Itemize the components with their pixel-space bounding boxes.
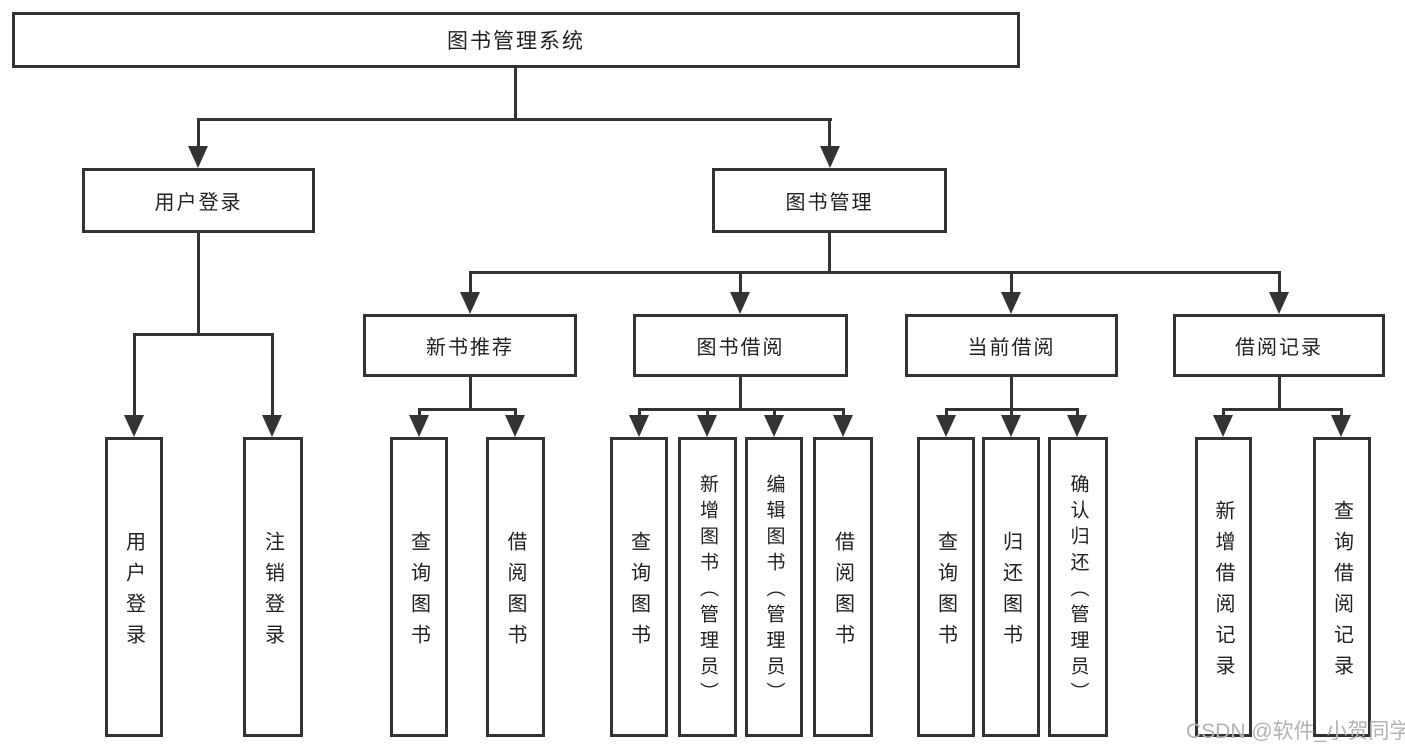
connector-line [197,118,832,121]
connector-line [197,233,200,333]
node-label: 查询图书 [627,530,650,655]
arrow-down-icon [697,415,717,437]
node-label: 新增图书（管理员） [697,473,718,708]
node-leaf-query-books-recommend: 查询图书 [390,437,448,737]
arrow-down-icon [1067,415,1087,437]
connector-line [1010,377,1013,408]
connector-line [773,408,776,418]
node-user-login: 用户登录 [82,168,315,233]
arrow-down-icon [124,415,144,437]
connector-line [1010,271,1013,295]
node-label: 查询图书 [407,530,430,655]
node-new-book-recommend: 新书推荐 [363,314,577,377]
node-leaf-query-books-borrowing: 查询图书 [610,437,668,737]
node-leaf-return-books: 归还图书 [982,437,1040,737]
arrow-down-icon [1001,415,1021,437]
node-label: 用户登录 [154,192,243,214]
connector-line [197,118,200,150]
node-leaf-confirm-return-admin: 确认归还（管理员） [1048,437,1108,737]
csdn-watermark: CSDN @软件_小贺同学 [1186,720,1405,743]
node-label: 新书推荐 [426,337,514,359]
arrow-down-icon [1331,415,1351,437]
node-leaf-borrow-books: 借阅图书 [813,437,873,737]
node-label: 借阅图书 [504,530,526,655]
node-label: 用户登录 [122,530,145,655]
connector-line [638,408,641,418]
arrow-down-icon [188,146,208,168]
connector-line [739,377,742,408]
node-leaf-edit-books-admin: 编辑图书（管理员） [745,437,803,737]
node-leaf-logout: 注销登录 [243,437,303,737]
arrow-down-icon [1001,292,1021,314]
connector-line [418,408,517,411]
node-label: 借阅图书 [831,530,854,655]
connector-line [418,408,421,418]
node-label: 当前借阅 [967,337,1056,359]
connector-line [469,271,1281,274]
connector-line [1222,408,1225,418]
node-label: 编辑图书（管理员） [763,473,785,708]
arrow-down-icon [460,292,480,314]
connector-line [706,408,709,418]
connector-line [133,333,274,336]
connector-line [1076,408,1079,418]
node-label: 图书借阅 [696,337,785,359]
arrow-down-icon [505,415,525,437]
node-label: 图书管理 [785,192,874,214]
arrow-down-icon [936,415,956,437]
node-label: 注销登录 [261,530,284,655]
arrow-down-icon [1269,292,1289,314]
arrow-down-icon [820,146,840,168]
node-label: 图书管理系统 [447,30,585,53]
node-label: 借阅记录 [1235,337,1323,359]
node-leaf-query-borrow-record: 查询借阅记录 [1313,437,1371,737]
connector-line [1278,377,1281,408]
connector-line [739,271,742,295]
arrow-down-icon [409,415,429,437]
node-leaf-add-borrow-record: 新增借阅记录 [1195,437,1252,737]
node-borrowing-records: 借阅记录 [1173,314,1385,377]
node-label: 新增借阅记录 [1212,499,1234,686]
node-leaf-user-login: 用户登录 [105,437,163,737]
node-leaf-borrow-books-recommend: 借阅图书 [486,437,545,737]
connector-line [828,118,831,150]
node-book-borrowing: 图书借阅 [633,314,848,377]
connector-line [1222,408,1343,411]
node-book-management: 图书管理 [712,168,947,233]
connector-line [271,333,274,417]
connector-line [469,271,472,295]
arrow-down-icon [764,415,784,437]
connector-line [514,68,517,118]
node-library-management-system: 图书管理系统 [12,12,1020,68]
connector-line [469,377,472,408]
connector-line [133,333,136,417]
node-label: 查询图书 [934,530,957,655]
node-leaf-add-books-admin: 新增图书（管理员） [678,437,737,737]
connector-line [828,233,831,271]
arrow-down-icon [629,415,649,437]
arrow-down-icon [833,415,853,437]
connector-line [1010,408,1013,418]
node-label: 查询借阅记录 [1330,499,1353,686]
connector-line [1278,271,1281,295]
connector-line [1340,408,1343,418]
node-leaf-query-books-current: 查询图书 [917,437,975,737]
connector-line [514,408,517,418]
node-label: 确认归还（管理员） [1067,473,1089,708]
arrow-down-icon [262,415,282,437]
connector-line [638,408,844,411]
connector-line [842,408,845,418]
node-current-borrowing: 当前借阅 [905,314,1118,377]
arrow-down-icon [1213,415,1233,437]
node-label: 归还图书 [999,530,1022,655]
arrow-down-icon [730,292,750,314]
connector-line [945,408,948,418]
